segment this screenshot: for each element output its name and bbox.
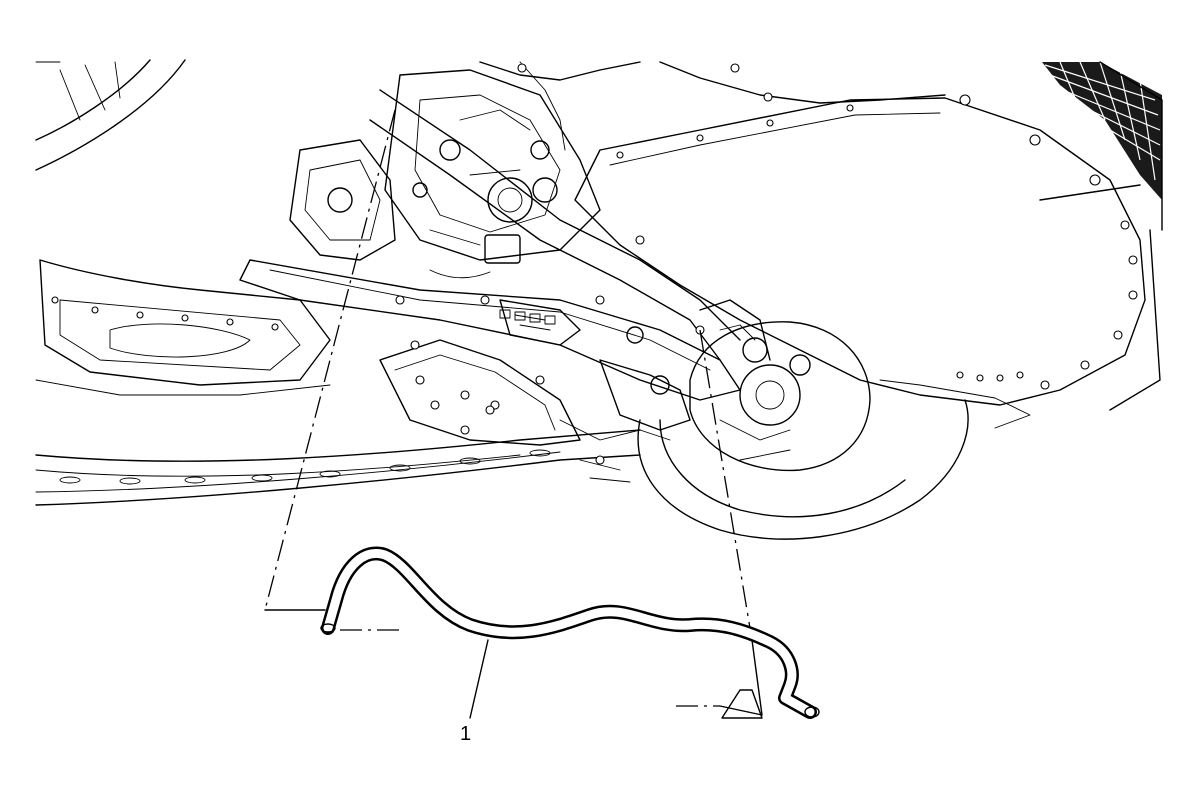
right-wheel xyxy=(637,299,969,540)
front-grille xyxy=(1042,61,1163,231)
upper-body-edge xyxy=(479,61,946,151)
oil-pan xyxy=(35,259,331,396)
splash-shield xyxy=(574,94,1161,429)
lower-body-panel xyxy=(35,429,641,506)
stabilizer-bar-icon xyxy=(320,546,820,719)
panel-slots xyxy=(59,449,551,485)
subframe-cradle xyxy=(239,69,741,483)
callout-1: 1 xyxy=(460,639,489,745)
shield-fasteners xyxy=(616,94,1138,390)
callout-1-label: 1 xyxy=(460,723,471,745)
left-wheel-arc xyxy=(35,59,186,171)
leader-lines xyxy=(264,109,763,716)
